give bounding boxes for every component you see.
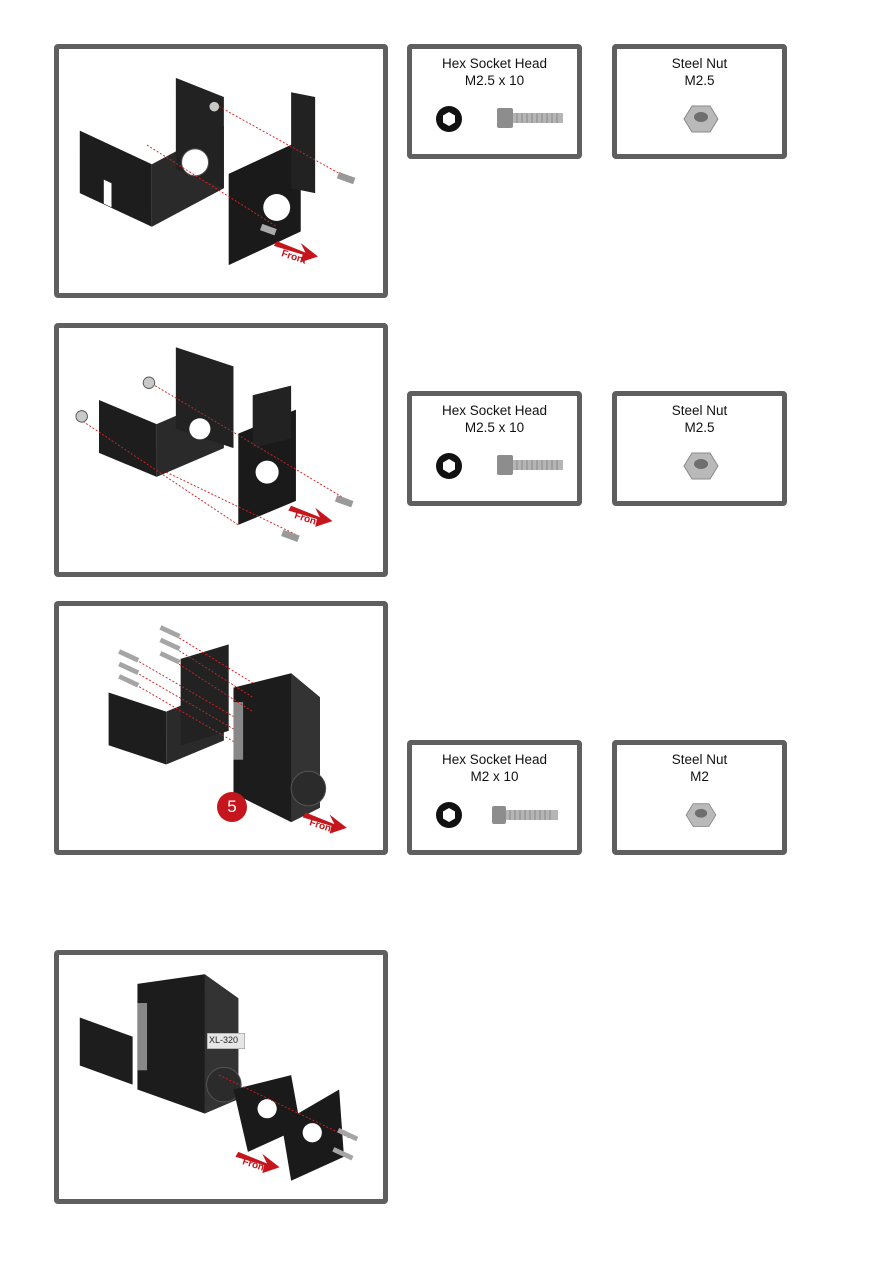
- part-name: Steel Nut: [671, 752, 728, 767]
- step-number-badge: 5: [217, 792, 247, 822]
- part-name: Steel Nut: [671, 56, 728, 71]
- hex-socket-icon: [436, 106, 462, 132]
- part-card-bolt: Hex Socket Head M2.5 x 10: [407, 44, 582, 159]
- assembly-step-4-illustration: XL-320 Front: [54, 950, 388, 1204]
- part-card-bolt: Hex Socket Head M2 x 10: [407, 740, 582, 855]
- hex-bolt-icon: [497, 455, 563, 475]
- hex-socket-icon: [436, 802, 462, 828]
- servo-horn-bracket-diagram: [79, 974, 359, 1181]
- hex-nut-icon: [685, 803, 717, 827]
- part-name: Steel Nut: [671, 403, 728, 418]
- assembly-step-2-illustration: Front: [54, 323, 388, 577]
- part-name: Hex Socket Head: [441, 752, 548, 767]
- part-size: M2.5: [684, 420, 715, 435]
- hex-bolt-icon: [492, 806, 558, 824]
- part-card-nut: Steel Nut M2.5: [612, 391, 787, 506]
- part-size: M2: [690, 769, 709, 784]
- part-name: Hex Socket Head: [441, 403, 548, 418]
- part-size: M2.5: [684, 73, 715, 88]
- hex-bolt-icon: [497, 108, 563, 128]
- part-card-bolt: Hex Socket Head M2.5 x 10: [407, 391, 582, 506]
- part-card-nut: Steel Nut M2: [612, 740, 787, 855]
- bracket-assembly-diagram: [75, 347, 354, 542]
- bracket-assembly-diagram: [79, 77, 356, 266]
- hex-nut-icon: [683, 452, 719, 480]
- hex-nut-icon: [683, 105, 719, 133]
- part-size: M2 x 10: [470, 769, 519, 784]
- servo-model-label: XL-320: [209, 1035, 239, 1045]
- part-size: M2.5 x 10: [464, 73, 525, 88]
- servo-label-plate: [207, 1033, 245, 1049]
- part-name: Hex Socket Head: [441, 56, 548, 71]
- servo-mount-diagram: [108, 625, 347, 834]
- assembly-step-3-illustration: 5 Front: [54, 601, 388, 855]
- part-card-nut: Steel Nut M2.5: [612, 44, 787, 159]
- assembly-step-1-illustration: Front: [54, 44, 388, 298]
- part-size: M2.5 x 10: [464, 420, 525, 435]
- hex-socket-icon: [436, 453, 462, 479]
